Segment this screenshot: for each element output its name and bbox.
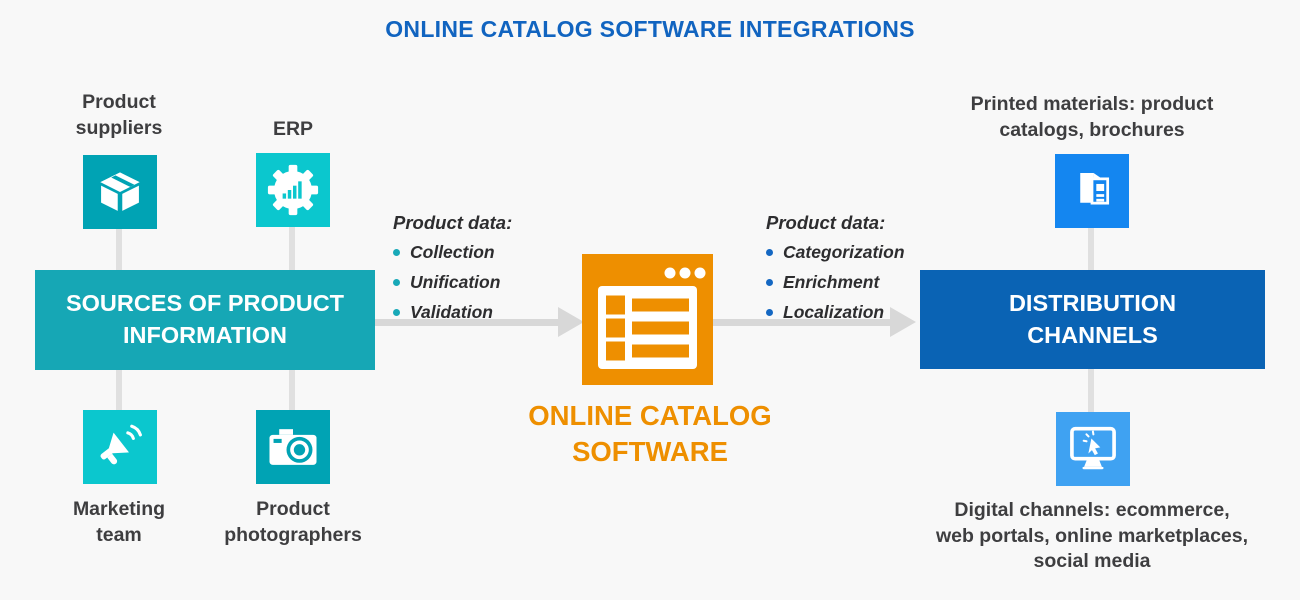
digital-channels-tile bbox=[1056, 412, 1130, 486]
flow-arrow-left-head bbox=[558, 307, 584, 337]
list-item-label: Localization bbox=[783, 302, 885, 322]
list-item-label: Validation bbox=[410, 302, 493, 322]
bullet-icon bbox=[393, 279, 400, 286]
megaphone-icon bbox=[100, 424, 142, 465]
left-product-data: Product data: Collection Unification Val… bbox=[393, 212, 512, 332]
list-item: Unification bbox=[393, 272, 512, 293]
label-product-photographers: Product photographers bbox=[224, 498, 362, 546]
list-item: Validation bbox=[393, 302, 512, 323]
list-item-label: Collection bbox=[410, 242, 495, 262]
distribution-box: DISTRIBUTION CHANNELS bbox=[920, 270, 1265, 369]
monitor-click-icon bbox=[1070, 426, 1116, 470]
label-product-suppliers: Product suppliers bbox=[75, 91, 163, 139]
product-suppliers-tile bbox=[83, 155, 157, 229]
left-product-data-heading: Product data: bbox=[393, 212, 513, 233]
bullet-icon bbox=[393, 249, 400, 256]
list-item: Localization bbox=[766, 302, 905, 323]
label-erp: ERP bbox=[272, 118, 314, 140]
package-icon bbox=[100, 172, 140, 211]
connector-line bbox=[1088, 368, 1094, 414]
list-item-label: Categorization bbox=[783, 242, 905, 262]
sources-box: SOURCES OF PRODUCT INFORMATION bbox=[35, 270, 375, 370]
online-catalog-software-label: ONLINE CATALOG SOFTWARE bbox=[528, 400, 772, 467]
catalog-window-icon bbox=[598, 267, 706, 369]
connector-line bbox=[289, 226, 295, 272]
gear-chart-icon bbox=[267, 164, 319, 216]
flow-arrow-right bbox=[713, 319, 892, 326]
right-product-data: Product data: Categorization Enrichment … bbox=[766, 212, 905, 332]
brochure-icon bbox=[1080, 172, 1110, 205]
page-title: ONLINE CATALOG SOFTWARE INTEGRATIONS bbox=[385, 16, 915, 42]
bullet-icon bbox=[393, 309, 400, 316]
erp-tile bbox=[256, 153, 330, 227]
connector-line bbox=[289, 369, 295, 412]
bullet-icon bbox=[766, 279, 773, 286]
flow-arrow-right-head bbox=[890, 307, 916, 337]
label-marketing-team: Marketing team bbox=[72, 498, 166, 546]
list-item: Categorization bbox=[766, 242, 905, 263]
camera-icon bbox=[269, 429, 317, 465]
connector-line bbox=[116, 369, 122, 412]
label-printed-materials: Printed materials: product catalogs, bro… bbox=[970, 93, 1214, 141]
list-item: Collection bbox=[393, 242, 512, 263]
list-item-label: Unification bbox=[410, 272, 501, 292]
product-photographers-tile bbox=[256, 410, 330, 484]
bullet-icon bbox=[766, 309, 773, 316]
flow-arrow-left bbox=[375, 319, 561, 326]
label-digital-channels: Digital channels: ecommerce, web portals… bbox=[935, 499, 1249, 573]
marketing-team-tile bbox=[83, 410, 157, 484]
connector-line bbox=[116, 228, 122, 272]
list-item-label: Enrichment bbox=[783, 272, 880, 292]
bullet-icon bbox=[766, 249, 773, 256]
connector-line bbox=[1088, 227, 1094, 272]
online-catalog-software-tile bbox=[582, 254, 713, 385]
right-product-data-heading: Product data: bbox=[766, 212, 886, 233]
printed-materials-tile bbox=[1055, 154, 1129, 228]
list-item: Enrichment bbox=[766, 272, 905, 293]
